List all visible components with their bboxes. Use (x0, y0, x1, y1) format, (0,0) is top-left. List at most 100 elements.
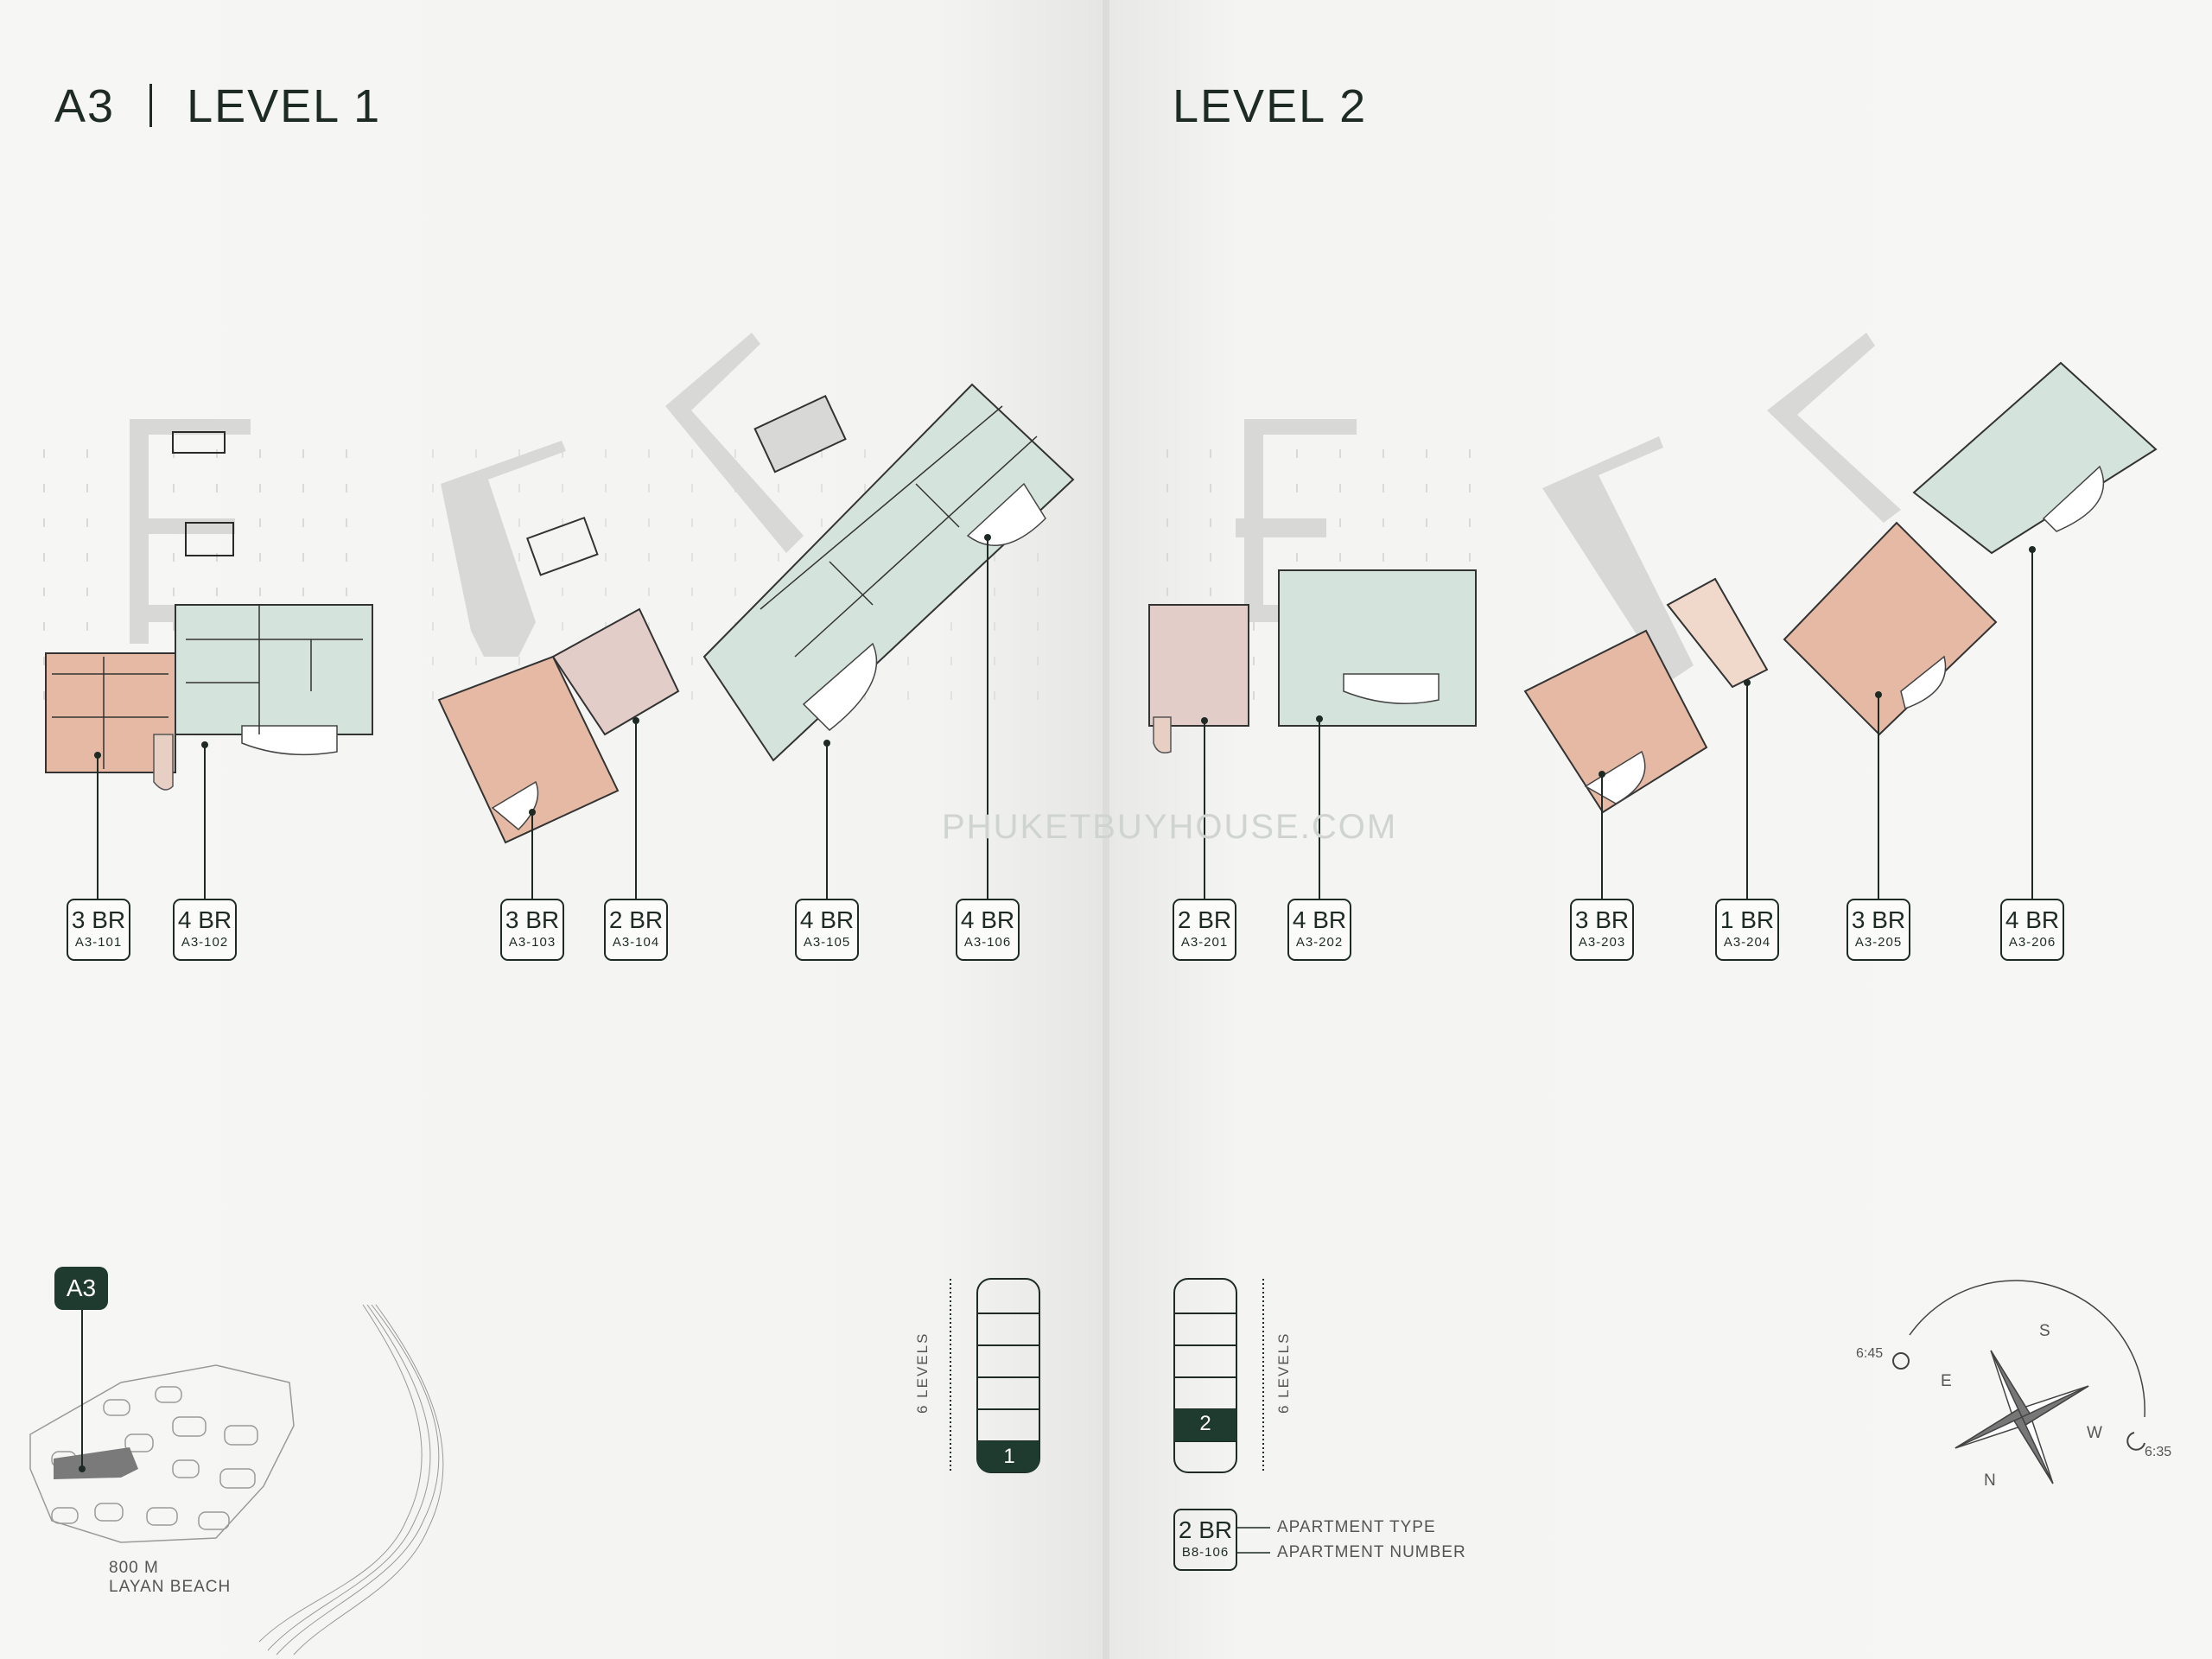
site-map-a3-highlight (54, 1447, 138, 1479)
unit-number: A3-203 (1578, 935, 1626, 950)
building-code: A3 (54, 80, 116, 132)
unit-type: 4 BR (1292, 906, 1347, 933)
compass-north: N (1984, 1471, 1996, 1490)
walkway-right-1-top (1244, 419, 1357, 435)
compass-east: E (1941, 1372, 1952, 1390)
unit-a3-102-plan (175, 604, 373, 735)
unit-label-a3-203[interactable]: 3 BR A3-203 (1570, 899, 1634, 961)
left-page (0, 0, 1105, 1659)
stair-105 (753, 394, 847, 474)
unit-a3-203-plan (1523, 629, 1708, 814)
unit-number: A3-105 (803, 935, 851, 950)
unit-number: A3-106 (963, 935, 1012, 950)
unit-number: A3-102 (181, 935, 229, 950)
unit-a3-103-plan (437, 655, 620, 844)
pool-102 (241, 725, 338, 756)
walkway-left-1-mid (149, 518, 235, 534)
page-title-right: LEVEL 2 (1173, 79, 1367, 133)
unit-label-a3-101[interactable]: 3 BR A3-101 (67, 899, 130, 961)
pool-103 (491, 780, 539, 831)
pool-203 (1584, 750, 1646, 804)
pool-206 (2042, 465, 2105, 532)
legend-sample-type: 2 BR (1178, 1516, 1233, 1543)
unit-type: 2 BR (608, 906, 664, 933)
unit-label-a3-104[interactable]: 2 BR A3-104 (604, 899, 668, 961)
unit-label-a3-105[interactable]: 4 BR A3-105 (795, 899, 859, 961)
unit-type: 3 BR (1574, 906, 1630, 933)
title-divider (149, 84, 153, 127)
unit-a3-104-plan (551, 607, 680, 736)
unit-label-a3-102[interactable]: 4 BR A3-102 (173, 899, 237, 961)
compass-south: S (2039, 1322, 2050, 1340)
plan-group-205-206 (1767, 333, 2158, 736)
legend-sample-number: B8-106 (1181, 1545, 1230, 1560)
unit-a3-202-plan (1278, 569, 1477, 727)
unit-type: 3 BR (505, 906, 560, 933)
unit-number: A3-104 (612, 935, 660, 950)
compass-graphic (1892, 1280, 2145, 1484)
legend-type-label: APARTMENT TYPE (1277, 1518, 1436, 1536)
unit-number: A3-204 (1723, 935, 1771, 950)
sunset-time: 6:35 (2145, 1445, 2172, 1459)
legend-sample-label: 2 BR B8-106 (1173, 1509, 1237, 1571)
unit-type: 2 BR (1177, 906, 1232, 933)
unit-type: 4 BR (799, 906, 855, 933)
active-level-left: 1 (1003, 1445, 1015, 1468)
walkway-right-2 (1542, 436, 1694, 683)
unit-label-a3-103[interactable]: 3 BR A3-103 (500, 899, 564, 961)
unit-number: A3-101 (74, 935, 123, 950)
site-map-badge[interactable]: A3 (54, 1267, 108, 1310)
sunrise-time: 6:45 (1856, 1346, 1884, 1361)
legend-arrows (1237, 1527, 1270, 1554)
leader-lines (97, 537, 2033, 899)
unit-label-a3-106[interactable]: 4 BR A3-106 (956, 899, 1020, 961)
levels-caption-left: 6 LEVELS (914, 1332, 931, 1414)
unit-number: A3-103 (508, 935, 556, 950)
unit-a3-105-106-plan (702, 383, 1075, 762)
level-title-left: LEVEL 1 (187, 80, 382, 132)
pool-205 (1900, 655, 1947, 709)
pool-106 (966, 482, 1046, 546)
plan-group-201-202 (1148, 419, 1477, 753)
levels-caption-right: 6 LEVELS (1275, 1332, 1292, 1414)
unit-number: A3-205 (1854, 935, 1903, 950)
pool-101 (153, 734, 174, 791)
unit-a3-205-plan (1783, 521, 1998, 736)
plan-group-103-104 (437, 441, 680, 844)
stair-103 (525, 516, 599, 576)
beach-name: LAYAN BEACH (109, 1578, 232, 1596)
level-2-fill (1174, 1409, 1236, 1441)
walkway-left-1-top (130, 419, 251, 435)
unit-number: A3-202 (1295, 935, 1344, 950)
unit-label-a3-206[interactable]: 4 BR A3-206 (2000, 899, 2064, 961)
site-map (29, 1304, 444, 1656)
unit-type: 4 BR (960, 906, 1015, 933)
beach-distance: 800 M LAYAN BEACH (109, 1559, 231, 1597)
pool-202 (1343, 673, 1440, 704)
unit-type: 4 BR (2005, 906, 2060, 933)
unit-label-a3-204[interactable]: 1 BR A3-204 (1715, 899, 1779, 961)
unit-number: A3-206 (2008, 935, 2056, 950)
walkway-right-1-mid (1236, 518, 1326, 537)
unit-label-a3-205[interactable]: 3 BR A3-205 (1847, 899, 1910, 961)
unit-label-a3-201[interactable]: 2 BR A3-201 (1173, 899, 1236, 961)
walkway-left-1 (130, 419, 194, 644)
unit-number: A3-201 (1180, 935, 1229, 950)
unit-type: 3 BR (71, 906, 126, 933)
walkway-right-3 (1767, 333, 1901, 523)
unit-label-a3-202[interactable]: 4 BR A3-202 (1287, 899, 1351, 961)
pool-105 (802, 642, 878, 732)
walkway-left-2 (441, 441, 566, 657)
pool-201 (1153, 716, 1172, 753)
legend-number-label: APARTMENT NUMBER (1277, 1543, 1466, 1561)
compass-west: W (2087, 1424, 2102, 1442)
leader-dots (94, 534, 2036, 816)
unit-a3-206-plan (1912, 361, 2158, 555)
level-stack-right (1173, 1278, 1264, 1473)
stair-block-2 (185, 522, 234, 556)
plan-group-203-204 (1523, 436, 1769, 814)
unit-a3-204-plan (1666, 577, 1769, 689)
plan-group-101-102 (45, 419, 373, 791)
page-title-left: A3 LEVEL 1 (54, 79, 381, 133)
level-1-fill (977, 1441, 1039, 1472)
